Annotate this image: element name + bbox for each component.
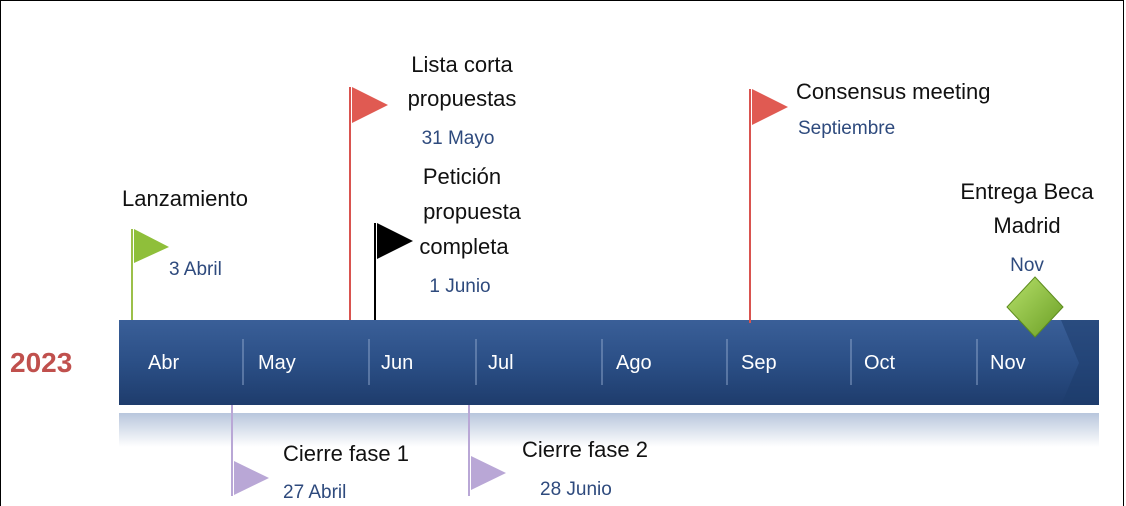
milestone-label: Consensus meeting	[796, 79, 991, 104]
purple-flag-icon	[468, 405, 506, 496]
month-label: Ago	[616, 352, 652, 374]
milestone-label: propuesta	[423, 199, 521, 224]
month-label: May	[258, 352, 296, 374]
month-label: Oct	[864, 352, 896, 374]
milestone-date: Nov	[1010, 255, 1044, 276]
milestone-date: 1 Junio	[429, 276, 491, 297]
milestone-date: 28 Junio	[540, 479, 612, 500]
milestone-label: Lanzamiento	[122, 186, 248, 211]
milestone-date: 3 Abril	[169, 259, 222, 280]
milestone-date: 31 Mayo	[421, 128, 495, 149]
milestone-label: Cierre fase 1	[283, 441, 409, 466]
timeline-bar	[119, 320, 1099, 405]
month-label: Nov	[990, 352, 1026, 374]
black-flag-icon	[374, 223, 413, 320]
month-label: Jul	[488, 352, 514, 374]
milestone-label: Madrid	[993, 213, 1061, 238]
milestone-date: Septiembre	[798, 118, 896, 139]
milestone-date: 27 Abril	[283, 482, 347, 503]
green-diamond-icon	[1006, 276, 1064, 338]
milestone-label: Petición	[422, 164, 502, 189]
milestone-label: Entrega Beca	[960, 179, 1094, 204]
milestone-label: propuestas	[407, 86, 517, 111]
year-label: 2023	[10, 347, 73, 378]
milestone-label: completa	[419, 234, 509, 259]
red-flag-icon	[749, 89, 788, 323]
timeline-bar-end-cap	[1061, 320, 1099, 405]
month-label: Abr	[148, 352, 180, 374]
milestone-label: Lista corta	[411, 52, 513, 77]
milestone-label: Cierre fase 2	[522, 437, 648, 462]
purple-flag-icon	[231, 405, 269, 496]
timeline-reflection	[119, 413, 1099, 447]
month-separators	[242, 339, 978, 385]
green-flag-icon	[131, 229, 169, 320]
month-label: Sep	[741, 352, 777, 374]
month-label: Jun	[381, 352, 414, 374]
red-flag-icon	[349, 87, 388, 320]
